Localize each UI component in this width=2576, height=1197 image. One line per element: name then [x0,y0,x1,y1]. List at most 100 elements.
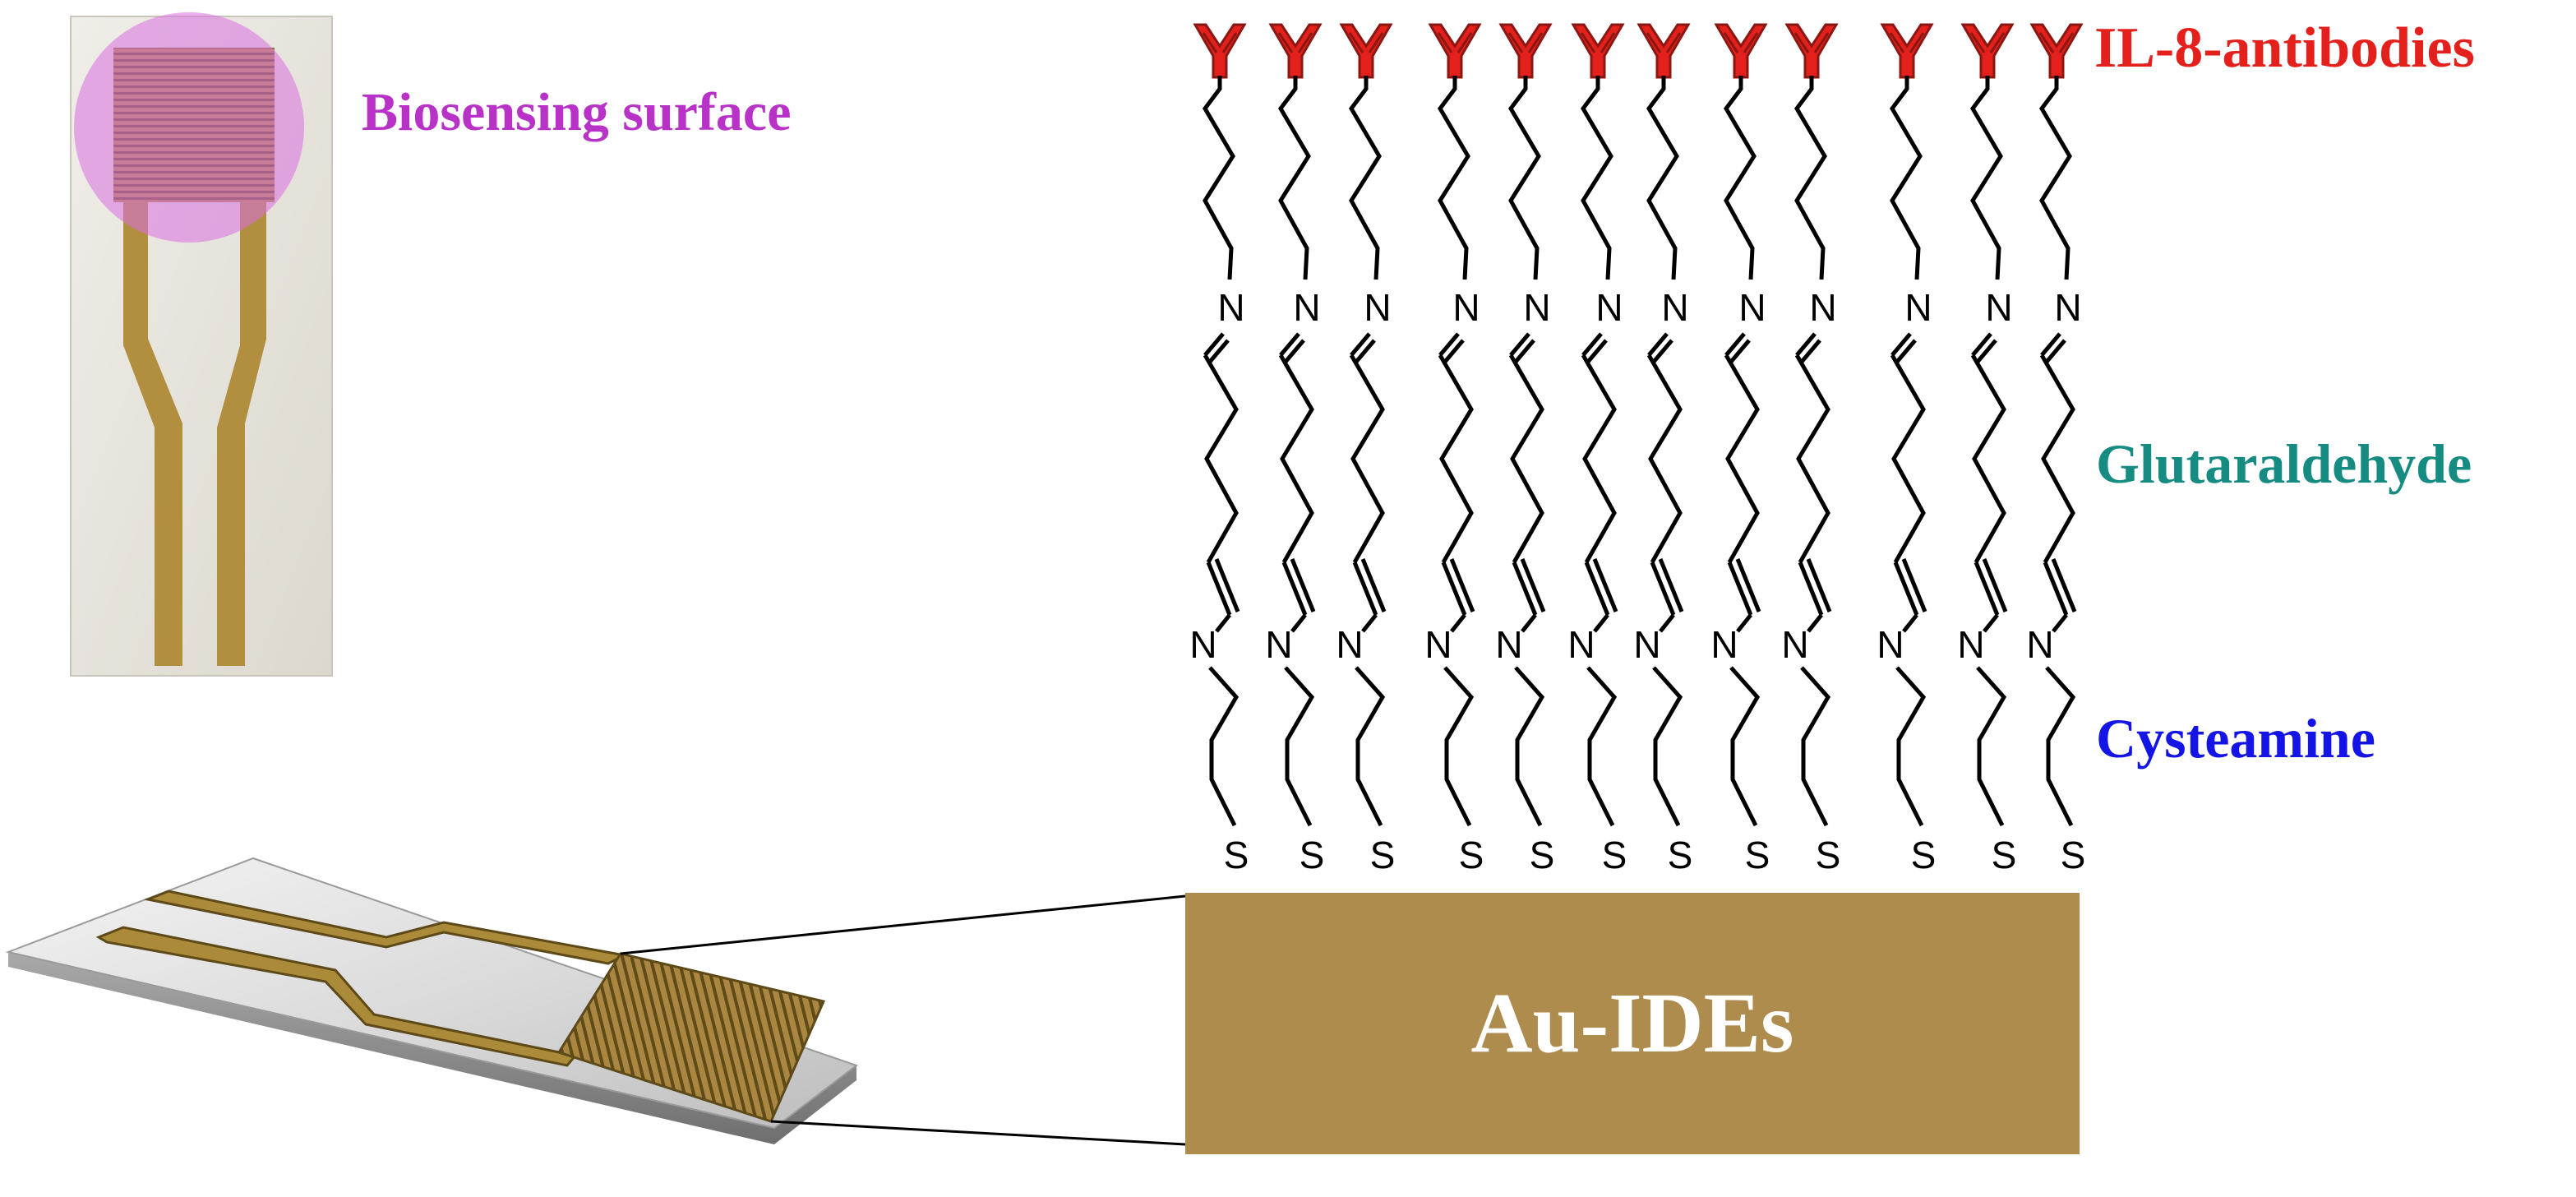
imine-single-bond [1659,613,1675,633]
nitrogen-atom: N [2054,286,2081,329]
antibody-chain-line [1437,32,1453,53]
cysteamine-bond [1208,666,1240,827]
imine-double-bond [2051,558,2077,612]
imine-double-bond [1512,562,1538,616]
antibody-chain-line [1297,32,1313,53]
imine-single-bond [1290,613,1307,633]
imine-double-bond [1509,332,1530,357]
antibody-linker-bond [1970,76,2003,280]
biosensing-highlight [74,12,304,243]
au-ides-label: Au-IDEs [1470,976,1794,1070]
au-ides-block [1185,893,2080,1154]
zoom-line-top [620,894,1186,955]
imine-double-bond [1806,558,1832,612]
cysteamine-bond [1729,666,1761,827]
imine-single-bond [1593,613,1609,633]
nitrogen-atom: N [1877,623,1904,666]
antibody-chain-line [1665,32,1682,53]
antibody-icon [1960,23,2015,79]
chain-1: NNS [1189,23,1249,876]
imine-double-bond [1441,562,1467,616]
glutaraldehyde-bond [1438,354,1474,564]
imine-double-bond [1443,339,1465,363]
antibody-chain-line [1794,32,1810,53]
antibody-shape [1714,23,1768,79]
antibody-chain-line [1507,32,1524,53]
antibody-chain-line [1457,32,1473,53]
imine-double-bond [1647,332,1669,357]
imine-double-bond [1352,562,1378,616]
imine-single-bond [1521,613,1537,633]
chain-12: N N S [2026,23,2086,876]
glutaraldehyde-bond [1581,354,1617,564]
cysteamine-bond [1355,666,1386,827]
antibody-shape [1960,23,2015,79]
imine-double-bond [1279,332,1300,357]
antibody-chain-line [1743,32,1759,53]
chain-9: NNS [1781,23,1841,876]
cysteamine-bond [1586,666,1618,827]
imine-double-bond [1974,562,2000,616]
cysteamine-bond [1976,666,2007,827]
cysteamine-bond [1443,666,1475,827]
glutaraldehyde-bond [1724,354,1760,564]
imine-double-bond [1206,562,1232,616]
imine-double-bond [1449,558,1475,612]
imine-double-bond [1724,332,1746,357]
antibody-linker-bond [1794,76,1827,280]
cysteamine-bond [1800,666,1831,827]
imine-double-bond [1890,332,1912,357]
antibody-icon [2029,23,2084,79]
nitrogen-atom: N [1336,623,1363,666]
chain-2: NNS [1265,23,1325,876]
imine-double-bond [1214,558,1240,612]
imine-double-bond [1514,339,1535,363]
biosensing-surface-label: Biosensing surface [362,82,792,142]
antibody-shape [1784,23,1839,79]
antibody-chain-line [1889,32,1905,53]
imine-double-bond [1586,339,1608,363]
nitrogen-atom: N [1189,623,1216,666]
nitrogen-atom: N [1293,286,1320,329]
antibody-chain-line [1723,32,1739,53]
imine-single-bond [1902,613,1918,633]
sulfur-atom: S [1370,834,1396,876]
antibody-chain-line [2038,32,2055,53]
sulfur-atom: S [1816,834,1841,876]
antibody-chain-line [1221,32,1238,53]
nitrogen-atom: N [1364,286,1391,329]
sulfur-atom: S [1300,834,1325,876]
imine-double-bond [1971,332,1992,357]
antibody-shape [1571,23,1625,79]
antibody-shape [1637,23,1691,79]
imine-double-bond [1798,562,1824,616]
imine-single-bond [1361,613,1378,633]
antibody-chain-line [1348,32,1364,53]
antibody-linker-bond [1349,76,1382,280]
cysteamine-bond [1895,666,1927,827]
imine-double-bond [1735,558,1761,612]
nitrogen-atom: N [1985,286,2012,329]
nitrogen-atom: N [1710,623,1738,666]
glutaraldehyde-bond [1203,354,1239,564]
antibody-linker-bond [1508,76,1541,280]
sulfur-atom: S [1992,834,2017,876]
sulfur-atom: S [2061,834,2086,876]
antibody-chain-line [1580,32,1596,53]
glutaraldehyde-bond [1349,354,1385,564]
glutaraldehyde-bond [1278,354,1314,564]
nitrogen-atom: N [2026,623,2053,666]
sulfur-atom: S [1224,834,1249,876]
imine-single-bond [1983,613,1999,633]
sensor-chip-3d [5,857,859,1144]
nitrogen-atom: N [1904,286,1932,329]
antibody-chain-line [1202,32,1218,53]
nitrogen-atom: N [1595,286,1623,329]
nitrogen-atom: N [1495,623,1522,666]
antibody-linker-bond [2039,76,2072,280]
imine-double-bond [1284,339,1305,363]
chain-4: NNS [1424,23,1484,876]
sulfur-atom: S [1530,834,1555,876]
